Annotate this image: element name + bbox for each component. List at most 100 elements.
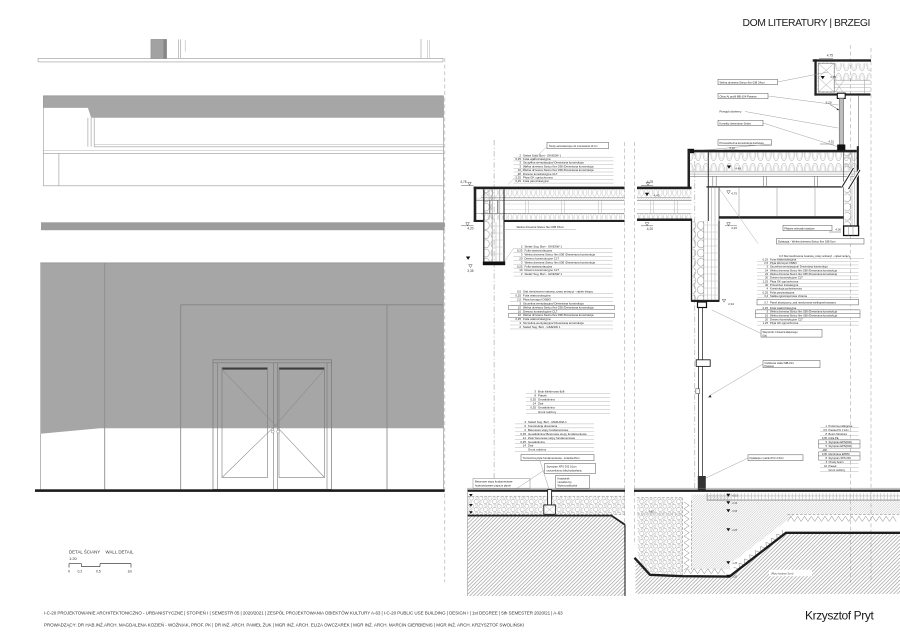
svg-text:20: 20 bbox=[765, 276, 769, 280]
svg-text:Folia wiatroizolacyjna: Folia wiatroizolacyjna bbox=[523, 317, 551, 321]
svg-text:Betonowe stopy fundamentowe: Betonowe stopy fundamentowe bbox=[528, 428, 569, 432]
svg-text:10: 10 bbox=[518, 172, 522, 176]
svg-text:Membrana EPDM: Membrana EPDM bbox=[829, 452, 850, 456]
svg-text:Geowłóknina/ Betonowe stopy fu: Geowłóknina/ Betonowe stopy fundamentowe bbox=[528, 432, 587, 436]
svg-text:Dylatacja - Wełna drzewna Stei: Dylatacja - Wełna drzewna Steico flex 03… bbox=[778, 240, 836, 244]
svg-text:5: 5 bbox=[826, 440, 828, 444]
svg-text:Drewno konstrukcyjne CLT: Drewno konstrukcyjne CLT bbox=[525, 268, 560, 272]
svg-text:Okno A| profil MB-104 Passive: Okno A| profil MB-104 Passive bbox=[720, 94, 758, 98]
svg-text:Śruby samowiercące do mocowani: Śruby samowiercące do mocowania 10 cm bbox=[549, 143, 597, 148]
svg-text:(Płyty fundam 5cm): (Płyty fundam 5cm) bbox=[771, 571, 793, 575]
svg-text:6: 6 bbox=[524, 424, 526, 428]
svg-text:(5x): (5x) bbox=[763, 333, 768, 337]
svg-text:Chudy beton: Chudy beton bbox=[829, 460, 845, 464]
svg-text:14: 14 bbox=[523, 436, 527, 440]
svg-text:I-C-20 PROJEKTOWANIE ARCHITEKT: I-C-20 PROJEKTOWANIE ARCHITEKTONICZNO - … bbox=[44, 610, 563, 616]
svg-text:3: 3 bbox=[826, 460, 828, 464]
svg-text:Folia wiatroizolacyjna: Folia wiatroizolacyjna bbox=[770, 257, 797, 261]
svg-text:uszczelniony folią budowlaną: uszczelniony folią budowlaną bbox=[547, 469, 582, 473]
svg-text:4,45: 4,45 bbox=[654, 194, 660, 198]
svg-text:2: 2 bbox=[519, 153, 521, 157]
svg-text:Stal nierdzewna matowa_szary a: Stal nierdzewna matowa_szary antracyt - … bbox=[523, 290, 593, 294]
svg-text:8,20: 8,20 bbox=[826, 100, 832, 104]
svg-text:Wspornik z drewna klejonego: Wspornik z drewna klejonego bbox=[763, 330, 799, 334]
svg-text:4,20: 4,20 bbox=[731, 226, 737, 230]
svg-text:1m: 1m bbox=[128, 570, 133, 574]
svg-text:0,35: 0,35 bbox=[822, 452, 828, 456]
svg-text:Beton Struktura: Beton Struktura bbox=[829, 432, 848, 436]
svg-text:Wełna drzewna Steico flex 038: Wełna drzewna Steico flex 038 /Drewniana… bbox=[770, 314, 838, 318]
svg-text:Krawężnik: Krawężnik bbox=[558, 476, 571, 480]
svg-text:Grunt rodzimy: Grunt rodzimy bbox=[829, 468, 846, 472]
svg-text:Folia wiatroizolacyjna: Folia wiatroizolacyjna bbox=[523, 157, 551, 161]
svg-text:WALL DETAIL: WALL DETAIL bbox=[106, 550, 134, 555]
svg-text:Dylatacja z pianki PU/ 2,5cm: Dylatacja z pianki PU/ 2,5cm bbox=[750, 456, 785, 460]
svg-text:4,78: 4,78 bbox=[460, 180, 466, 184]
svg-text:5: 5 bbox=[826, 444, 828, 448]
svg-text:4,75: 4,75 bbox=[827, 54, 833, 58]
svg-text:Geowłóknina: Geowłóknina bbox=[538, 406, 555, 410]
svg-text:3: 3 bbox=[766, 310, 768, 314]
svg-text:16: 16 bbox=[518, 168, 522, 172]
svg-text:Wylna podłoczka: Wylna podłoczka bbox=[558, 484, 578, 488]
svg-text:Panel akustyczny_stal nierdzew: Panel akustyczny_stal nierdzewna wielkop… bbox=[770, 301, 836, 305]
svg-text:Drewno konstrukcyjne CLT: Drewno konstrukcyjne CLT bbox=[525, 256, 560, 260]
svg-text:8: 8 bbox=[826, 432, 828, 436]
svg-text:0,25: 0,25 bbox=[515, 293, 521, 297]
svg-text:0,5: 0,5 bbox=[96, 570, 101, 574]
svg-text:Grunt rodzimy: Grunt rodzimy bbox=[538, 410, 557, 414]
svg-text:Folia wiatroizolacyjna: Folia wiatroizolacyjna bbox=[770, 306, 797, 310]
svg-text:0,25: 0,25 bbox=[763, 306, 769, 310]
svg-text:Grunt rodzimy: Grunt rodzimy bbox=[528, 448, 547, 452]
svg-text:20: 20 bbox=[765, 317, 769, 321]
svg-text:0,25: 0,25 bbox=[515, 179, 521, 183]
svg-text:0,25: 0,25 bbox=[517, 248, 523, 252]
svg-text:Piasek: Piasek bbox=[538, 394, 547, 398]
svg-text:5,32: 5,32 bbox=[729, 146, 735, 150]
svg-text:4,48: 4,48 bbox=[735, 166, 741, 170]
svg-text:0: 0 bbox=[68, 570, 70, 574]
svg-text:Stelaż Sufit. Bort - GK/ESW 1: Stelaż Sufit. Bort - GK/ESW 1 bbox=[523, 153, 561, 157]
svg-text:3: 3 bbox=[521, 252, 523, 256]
svg-text:Termiczna płyta fundamentowa -: Termiczna płyta fundamentowa - ścianka 8… bbox=[523, 456, 580, 460]
svg-text:10: 10 bbox=[519, 268, 523, 272]
svg-text:3,7: 3,7 bbox=[764, 301, 768, 305]
svg-text:Płyta GK ogniochronna: Płyta GK ogniochronna bbox=[523, 176, 553, 180]
svg-text:Konstrukcja podwieszenia: Konstrukcja podwieszenia bbox=[770, 287, 802, 291]
svg-text:Płyta GK ogniochronna: Płyta GK ogniochronna bbox=[770, 321, 799, 325]
svg-text:10: 10 bbox=[518, 305, 522, 309]
svg-text:14: 14 bbox=[533, 402, 537, 406]
svg-text:4,20: 4,20 bbox=[647, 227, 653, 231]
svg-text:Płyta formapol OSB/3: Płyta formapol OSB/3 bbox=[523, 297, 551, 301]
svg-text:3: 3 bbox=[534, 390, 536, 394]
svg-text:Drewno konstrukcyjne CLT: Drewno konstrukcyjne CLT bbox=[523, 172, 558, 176]
svg-text:Folia paroizolacyjna: Folia paroizolacyjna bbox=[770, 290, 795, 294]
svg-text:4: 4 bbox=[766, 287, 768, 291]
svg-text:Wełna drzewna Steico flex 038: Wełna drzewna Steico flex 038 /Drewniana… bbox=[525, 252, 596, 256]
svg-text:4,20: 4,20 bbox=[467, 227, 473, 231]
svg-text:4,00: 4,00 bbox=[835, 228, 841, 232]
svg-text:0,25: 0,25 bbox=[763, 257, 769, 261]
svg-text:Styropian XPS 032 10cm: Styropian XPS 032 10cm bbox=[547, 464, 578, 468]
svg-text:Żwir/ betonowe stopy fundament: Żwir/ betonowe stopy fundamentowe bbox=[528, 435, 575, 440]
svg-text:1,25: 1,25 bbox=[515, 176, 521, 180]
svg-text:10: 10 bbox=[518, 313, 522, 317]
svg-text:Drewno konstrukcyjne CLT: Drewno konstrukcyjne CLT bbox=[770, 317, 803, 321]
svg-text:2: 2 bbox=[519, 325, 521, 329]
svg-text:Stelaż Sug. Bort - GK/ESW 1: Stelaż Sug. Bort - GK/ESW 1 bbox=[525, 272, 563, 276]
svg-text:Krzysztof Pryt: Krzysztof Pryt bbox=[805, 609, 874, 623]
svg-text:niewidoczny: niewidoczny bbox=[558, 480, 573, 484]
svg-text:Szczelina wentylacyjna/ Drewni: Szczelina wentylacyjna/ Drewniana konstr… bbox=[523, 161, 584, 165]
svg-text:3: 3 bbox=[519, 321, 521, 325]
svg-text:20: 20 bbox=[519, 256, 523, 260]
svg-text:Styropian EPS(046): Styropian EPS(046) bbox=[829, 444, 852, 448]
svg-text:0,35: 0,35 bbox=[520, 432, 526, 436]
svg-text:-0,55: -0,55 bbox=[732, 510, 738, 513]
svg-text:2,5: 2,5 bbox=[764, 261, 768, 265]
svg-text:Szczelina wentylacyjna/ Drewni: Szczelina wentylacyjna/ Drewniana konstr… bbox=[523, 301, 584, 305]
svg-text:2,94: 2,94 bbox=[728, 302, 734, 306]
svg-text:DOM LITERATURY | BRZEGI: DOM LITERATURY | BRZEGI bbox=[743, 18, 870, 29]
svg-text:Wełna drzewna Steico flex 038: Wełna drzewna Steico flex 038 /Drewniana… bbox=[770, 310, 838, 314]
svg-text:1,25: 1,25 bbox=[763, 321, 769, 325]
svg-text:Wełna drzewna Steico flex 038: Wełna drzewna Steico flex 038 /Drewniana… bbox=[770, 272, 838, 276]
